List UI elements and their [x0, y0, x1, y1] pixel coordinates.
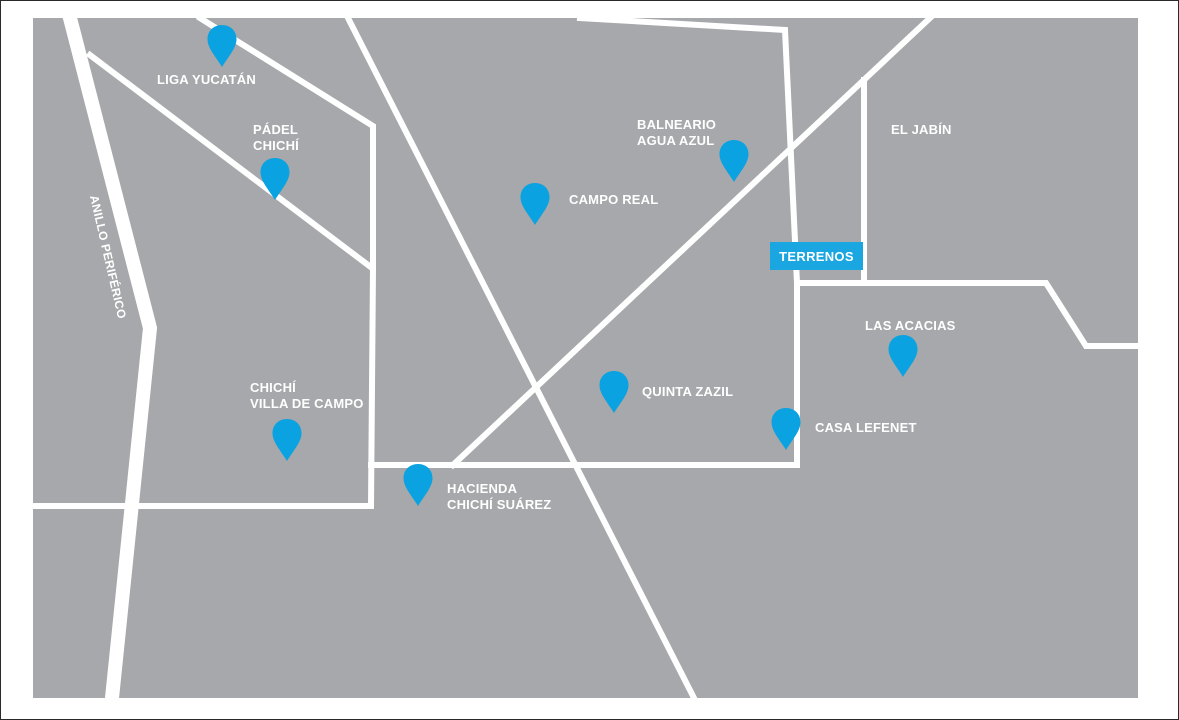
- place-label: QUINTA ZAZIL: [642, 384, 734, 399]
- place-label: HACIENDA CHICHÍ SUÁREZ: [447, 481, 552, 512]
- location-pin-icon[interactable]: [207, 24, 237, 68]
- location-pin-icon[interactable]: [599, 370, 629, 414]
- road-north-edge: [576, 14, 801, 287]
- place-label: LAS ACACIAS: [865, 318, 956, 333]
- location-pin-icon[interactable]: [888, 334, 918, 378]
- roads: [30, 9, 1141, 706]
- place-label: PÁDEL CHICHÍ: [253, 122, 299, 153]
- area-label-el-jabin: EL JABÍN: [891, 122, 952, 137]
- road-anillo-periferico: [61, 9, 158, 706]
- location-pin-icon[interactable]: [260, 157, 290, 201]
- road-east: [794, 280, 1141, 349]
- terrenos-badge[interactable]: TERRENOS: [770, 242, 863, 270]
- place-label: BALNEARIO AGUA AZUL: [637, 117, 717, 148]
- place-label: CASA LEFENET: [815, 420, 917, 435]
- place-label: CAMPO REAL: [569, 192, 659, 207]
- road-diagonal-ne: [448, 13, 935, 470]
- place-label: CHICHÍ VILLA DE CAMPO: [250, 380, 364, 411]
- location-pin-icon[interactable]: [403, 463, 433, 507]
- location-pin-icon[interactable]: [771, 407, 801, 451]
- road-diagonal-sw-ne: [343, 13, 699, 703]
- road-liga-yucatan: [195, 13, 376, 510]
- road-diagonal-nw: [85, 50, 377, 273]
- map-land: [33, 18, 1138, 698]
- road-central-horizontal: [368, 280, 800, 468]
- location-pin-icon[interactable]: [719, 139, 749, 183]
- place-label: LIGA YUCATÁN: [157, 72, 256, 87]
- location-pin-icon[interactable]: [272, 418, 302, 462]
- location-pin-icon[interactable]: [520, 182, 550, 226]
